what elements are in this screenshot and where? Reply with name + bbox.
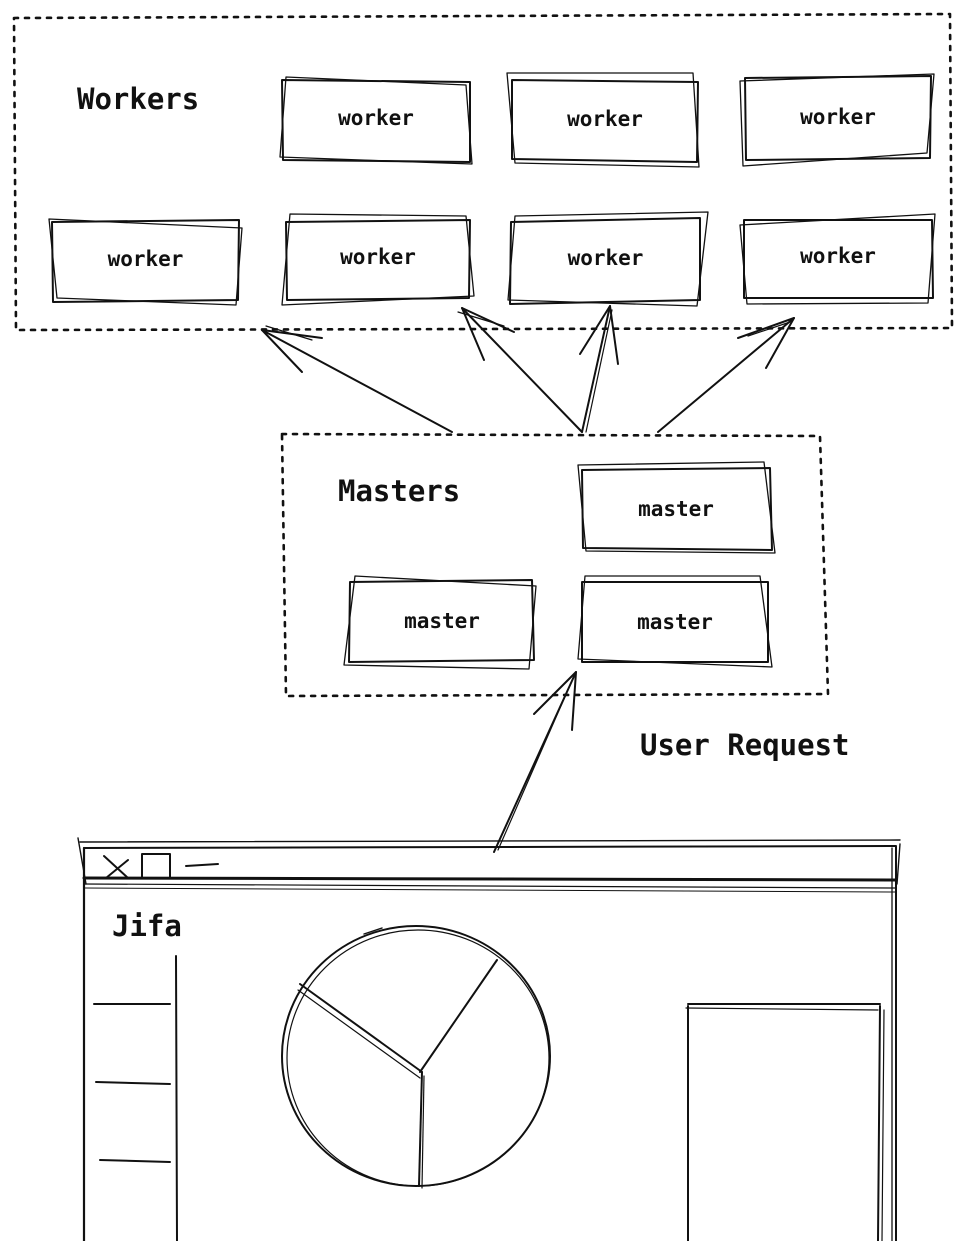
master-label-3: master: [637, 610, 713, 634]
browser-titlebar-bottom: [82, 876, 898, 882]
app-title: Jifa: [112, 909, 182, 943]
content-panel-sketch: [685, 1003, 885, 1241]
arrow-user-request: [493, 671, 577, 853]
arrow-masters-to-worker-6: [579, 305, 619, 433]
close-icon[interactable]: [103, 855, 129, 879]
maximize-icon[interactable]: [141, 853, 171, 879]
worker-box-6: [507, 211, 709, 307]
worker-box-2: [506, 72, 700, 168]
worker-label-1: worker: [338, 106, 414, 130]
master-label-1: master: [638, 497, 714, 521]
master-box-1: [577, 461, 776, 554]
worker-label-4: worker: [107, 247, 184, 271]
sidebar-divider: [175, 955, 178, 1241]
worker-box-5: [281, 213, 475, 306]
worker-label-2: worker: [567, 107, 643, 131]
worker-label-3: worker: [800, 105, 876, 129]
worker-box-4: [48, 218, 243, 306]
worker-box-1: [279, 76, 473, 165]
worker-label-5: worker: [340, 245, 416, 269]
pie-chart-sketch: [281, 925, 551, 1189]
arrow-masters-to-worker-5: [457, 307, 583, 433]
masters-group-title: Masters: [338, 474, 461, 508]
arrow-masters-to-worker-7: [657, 317, 795, 433]
masters-group-boundary: [280, 432, 830, 698]
workers-group-title: Workers: [77, 82, 200, 116]
worker-box-3: [739, 73, 935, 167]
sidebar-item-2[interactable]: [95, 1081, 171, 1085]
browser-window: [77, 837, 901, 1241]
worker-label-6: worker: [567, 246, 644, 270]
master-box-3: [577, 575, 773, 668]
minimize-icon[interactable]: [185, 863, 219, 867]
sidebar-item-3[interactable]: [99, 1159, 171, 1163]
arrow-masters-to-worker-4: [261, 325, 453, 433]
worker-label-7: worker: [800, 244, 876, 268]
master-box-2: [343, 575, 537, 670]
workers-group-boundary: [12, 12, 954, 332]
user-request-label: User Request: [640, 728, 850, 762]
browser-frame: [83, 845, 897, 1241]
master-label-2: master: [404, 609, 480, 633]
worker-box-7: [739, 213, 936, 305]
